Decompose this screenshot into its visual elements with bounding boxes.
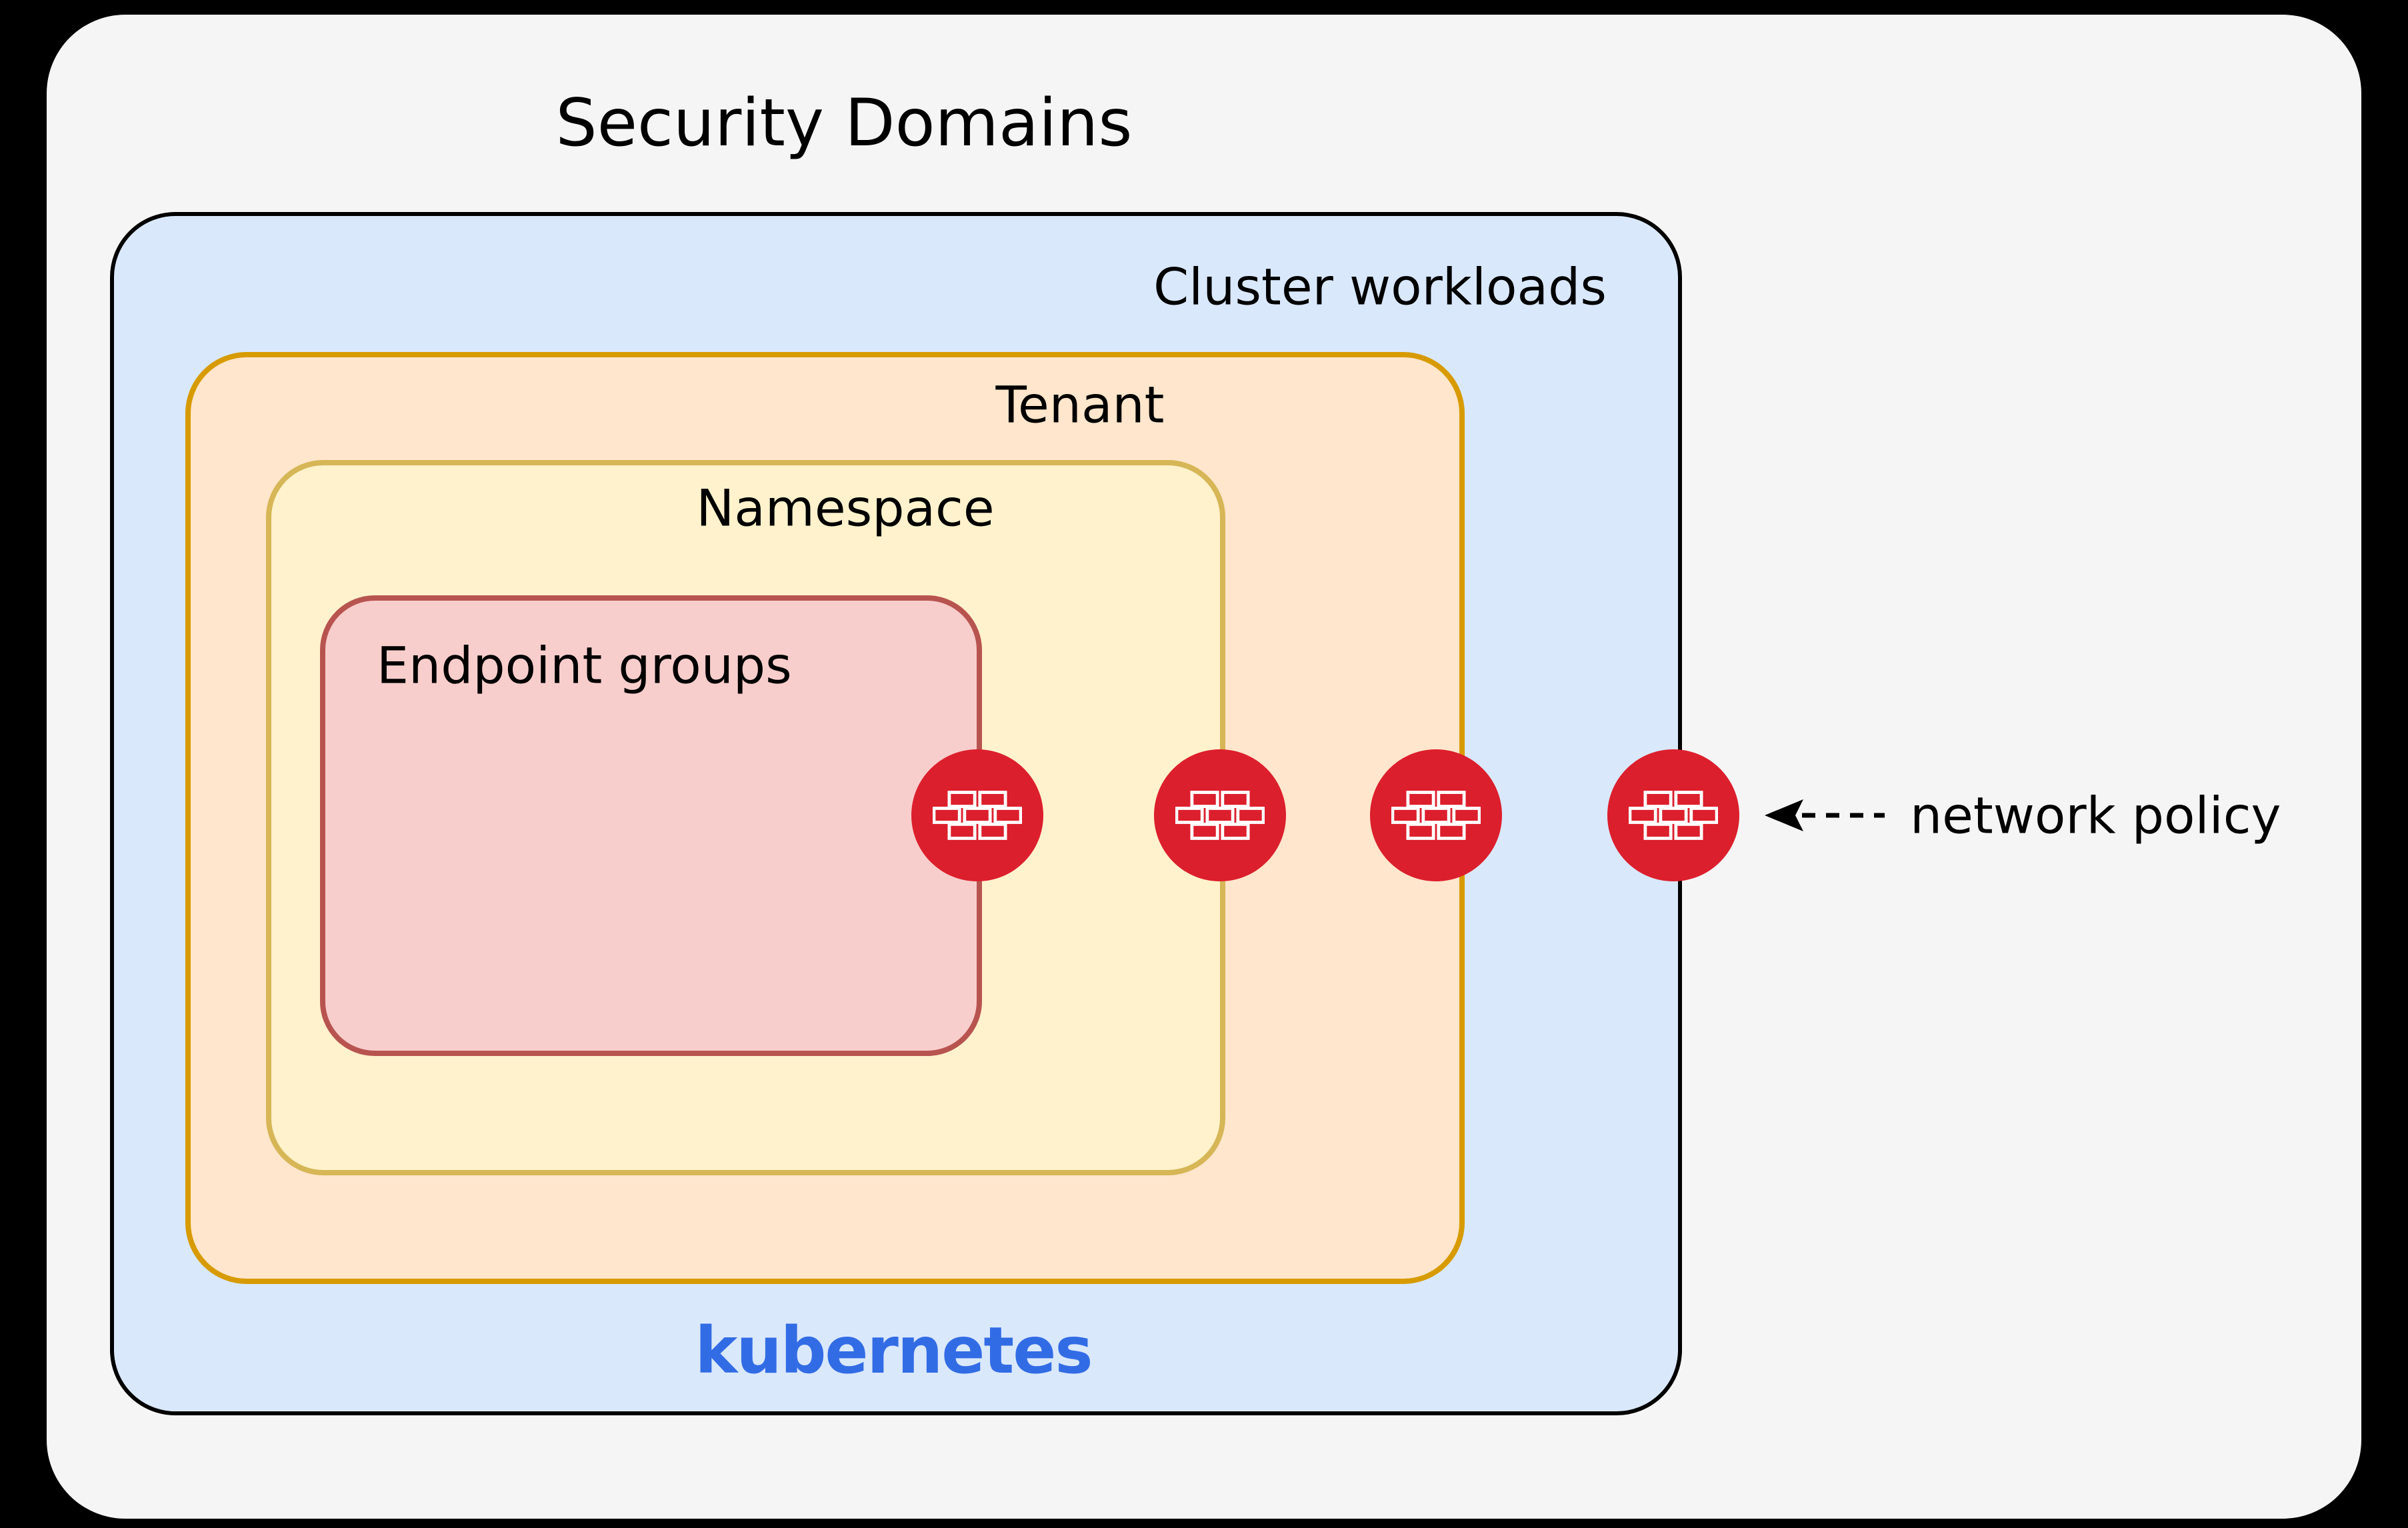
endpoint-groups-label: Endpoint groups <box>377 635 792 695</box>
namespace-label: Namespace <box>696 478 995 538</box>
network-policy-arrow-icon <box>1765 799 1885 831</box>
firewall-badge-cluster-boundary <box>1607 749 1739 881</box>
security-domains-board: Security Domains Cluster workloads Tenan… <box>47 15 2361 1519</box>
page-title: Security Domains <box>555 85 1133 161</box>
endpoint-groups-box <box>320 595 982 1056</box>
kubernetes-wordmark: kubernetes <box>695 1313 1093 1388</box>
firewall-badge-tenant-boundary <box>1370 749 1502 881</box>
firewall-badge-endpoint-boundary <box>911 749 1043 881</box>
network-policy-label: network policy <box>1910 785 2281 845</box>
firewall-icon <box>933 791 1022 840</box>
firewall-badge-namespace-boundary <box>1154 749 1286 881</box>
firewall-icon <box>1629 791 1718 840</box>
cluster-workloads-label: Cluster workloads <box>1153 257 1607 317</box>
firewall-icon <box>1175 791 1265 840</box>
firewall-icon <box>1391 791 1481 840</box>
tenant-label: Tenant <box>995 375 1165 435</box>
